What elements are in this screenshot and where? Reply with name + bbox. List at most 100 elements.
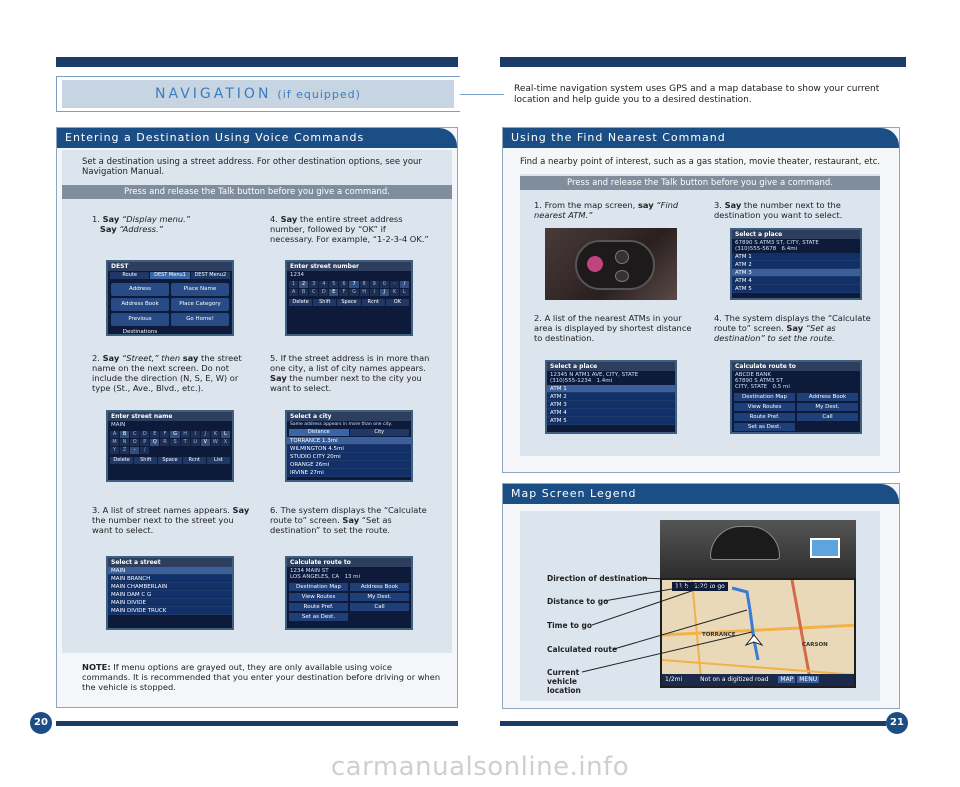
keyboard-key[interactable]: J bbox=[379, 289, 389, 296]
screen-button[interactable]: OK bbox=[385, 299, 410, 306]
keyboard-key[interactable]: I bbox=[190, 431, 200, 438]
map-status-message: Not on a digitized road bbox=[700, 676, 769, 683]
map-button[interactable]: MAP bbox=[778, 676, 796, 683]
list-item[interactable]: ATM 1 bbox=[732, 253, 860, 261]
list-item[interactable]: TORRANCE 1.3mi bbox=[287, 437, 411, 445]
keyboard-key[interactable]: F bbox=[339, 289, 349, 296]
section-title: NAVIGATION (if equipped) bbox=[62, 80, 454, 108]
screen-button[interactable]: Set as Dest. bbox=[289, 613, 348, 621]
screen-button[interactable]: Space bbox=[337, 299, 361, 306]
list-item[interactable]: ATM 4 bbox=[547, 409, 675, 417]
keyboard-key[interactable]: I bbox=[369, 289, 379, 296]
nav-screen-highlight bbox=[810, 538, 840, 558]
screen-button[interactable]: Address Book bbox=[797, 393, 858, 401]
screen-button[interactable]: Destination Map bbox=[734, 393, 795, 401]
screen-button[interactable]: Rcnt bbox=[182, 457, 206, 464]
keyboard-key[interactable]: E bbox=[150, 431, 160, 438]
keyboard-key[interactable]: J bbox=[200, 431, 210, 438]
keyboard-key[interactable]: U bbox=[190, 439, 200, 446]
list-item[interactable]: ATM 1 bbox=[547, 385, 675, 393]
screen-button[interactable]: View Routes bbox=[734, 403, 795, 411]
keyboard-key[interactable]: D bbox=[319, 289, 329, 296]
keyboard-key[interactable]: G bbox=[349, 289, 359, 296]
keyboard-key[interactable]: L bbox=[399, 289, 409, 296]
keyboard-key[interactable]: 0 bbox=[379, 281, 389, 288]
screen-button[interactable]: Call bbox=[797, 413, 858, 421]
keyboard-key[interactable]: Y bbox=[110, 447, 120, 454]
screen-button[interactable]: Route Pref. bbox=[289, 603, 348, 611]
keyboard-key[interactable]: / bbox=[140, 447, 150, 454]
list-item[interactable]: ATM 4 bbox=[732, 277, 860, 285]
list-item[interactable]: ATM 5 bbox=[547, 417, 675, 425]
screen-button[interactable]: Call bbox=[350, 603, 409, 611]
screen-button[interactable]: Delete bbox=[289, 299, 313, 306]
keyboard-key[interactable]: G bbox=[170, 431, 180, 438]
screen-button[interactable]: Set as Dest. bbox=[734, 423, 795, 431]
list-item[interactable]: ATM 3 bbox=[547, 401, 675, 409]
screen-button[interactable]: Route Pref. bbox=[734, 413, 795, 421]
keyboard-key[interactable]: B bbox=[120, 431, 130, 438]
voice-intro-text: Set a destination using a street address… bbox=[82, 157, 422, 177]
keyboard-key[interactable]: 8 bbox=[359, 281, 369, 288]
list-item[interactable]: WILMINGTON 4.5mi bbox=[287, 445, 411, 453]
keyboard-key[interactable]: H bbox=[180, 431, 190, 438]
list-item[interactable]: STUDIO CITY 20mi bbox=[287, 453, 411, 461]
list-item[interactable]: IRVINE 27mi bbox=[287, 469, 411, 477]
keyboard-key[interactable]: Q bbox=[150, 439, 160, 446]
keyboard-key[interactable]: O bbox=[130, 439, 140, 446]
list-item[interactable]: ATM 2 bbox=[732, 261, 860, 269]
keyboard-key[interactable]: A bbox=[110, 431, 120, 438]
map-road-label: TORRANCE bbox=[702, 632, 736, 638]
keyboard-key[interactable]: 5 bbox=[329, 281, 339, 288]
menu-button[interactable]: MENU bbox=[797, 676, 820, 683]
keyboard-key[interactable]: F bbox=[160, 431, 170, 438]
screen-button[interactable]: Address Book bbox=[350, 583, 409, 591]
keyboard-key[interactable]: P bbox=[140, 439, 150, 446]
keyboard-key[interactable]: H bbox=[359, 289, 369, 296]
keyboard-key[interactable]: C bbox=[309, 289, 319, 296]
screen-button[interactable]: My Dest. bbox=[797, 403, 858, 411]
keyboard-key[interactable]: A bbox=[289, 289, 299, 296]
keyboard-key[interactable]: X bbox=[220, 439, 230, 446]
list-item[interactable]: ATM 3 bbox=[732, 269, 860, 277]
screen-button[interactable]: Shift bbox=[313, 299, 337, 306]
list-item[interactable]: ATM 2 bbox=[547, 393, 675, 401]
keyboard-key[interactable]: C bbox=[130, 431, 140, 438]
keyboard-key[interactable]: / bbox=[399, 281, 409, 288]
keyboard-key[interactable]: 2 bbox=[299, 281, 309, 288]
keyboard-key[interactable]: 4 bbox=[319, 281, 329, 288]
screen-button[interactable]: Shift bbox=[134, 457, 158, 464]
keyboard-key[interactable]: R bbox=[160, 439, 170, 446]
keyboard-key[interactable]: E bbox=[329, 289, 339, 296]
screen-button[interactable]: Delete bbox=[110, 457, 134, 464]
find-nearest-heading: Using the Find Nearest Command bbox=[503, 128, 899, 148]
keyboard-key[interactable]: Z bbox=[120, 447, 130, 454]
keyboard-key[interactable]: V bbox=[200, 439, 210, 446]
keyboard-key[interactable]: B bbox=[299, 289, 309, 296]
screen-button[interactable]: View Routes bbox=[289, 593, 348, 601]
keyboard-key[interactable]: T bbox=[180, 439, 190, 446]
keyboard-key[interactable]: S bbox=[170, 439, 180, 446]
legend-time-label: Time to go bbox=[547, 621, 593, 630]
screen-button[interactable]: List bbox=[206, 457, 231, 464]
keyboard-key[interactable]: K bbox=[210, 431, 220, 438]
keyboard-key[interactable]: M bbox=[110, 439, 120, 446]
screen-button[interactable]: My Dest. bbox=[350, 593, 409, 601]
screen-button[interactable]: Destination Map bbox=[289, 583, 348, 591]
keyboard-key[interactable]: K bbox=[389, 289, 399, 296]
keyboard-key[interactable]: 3 bbox=[309, 281, 319, 288]
keyboard-key[interactable]: D bbox=[140, 431, 150, 438]
keyboard-key[interactable]: L bbox=[220, 431, 230, 438]
screen-button[interactable]: Rcnt bbox=[361, 299, 385, 306]
keyboard-key[interactable]: N bbox=[120, 439, 130, 446]
keyboard-key[interactable]: 7 bbox=[349, 281, 359, 288]
list-item[interactable]: ORANGE 26mi bbox=[287, 461, 411, 469]
keyboard-key[interactable]: 1 bbox=[289, 281, 299, 288]
keyboard-key[interactable]: W bbox=[210, 439, 220, 446]
keyboard-key[interactable]: 9 bbox=[369, 281, 379, 288]
screen-button[interactable]: Space bbox=[158, 457, 182, 464]
keyboard-key[interactable]: - bbox=[389, 281, 399, 288]
keyboard-key[interactable]: 6 bbox=[339, 281, 349, 288]
list-item[interactable]: ATM 5 bbox=[732, 285, 860, 293]
keyboard-key[interactable]: - bbox=[130, 447, 140, 454]
